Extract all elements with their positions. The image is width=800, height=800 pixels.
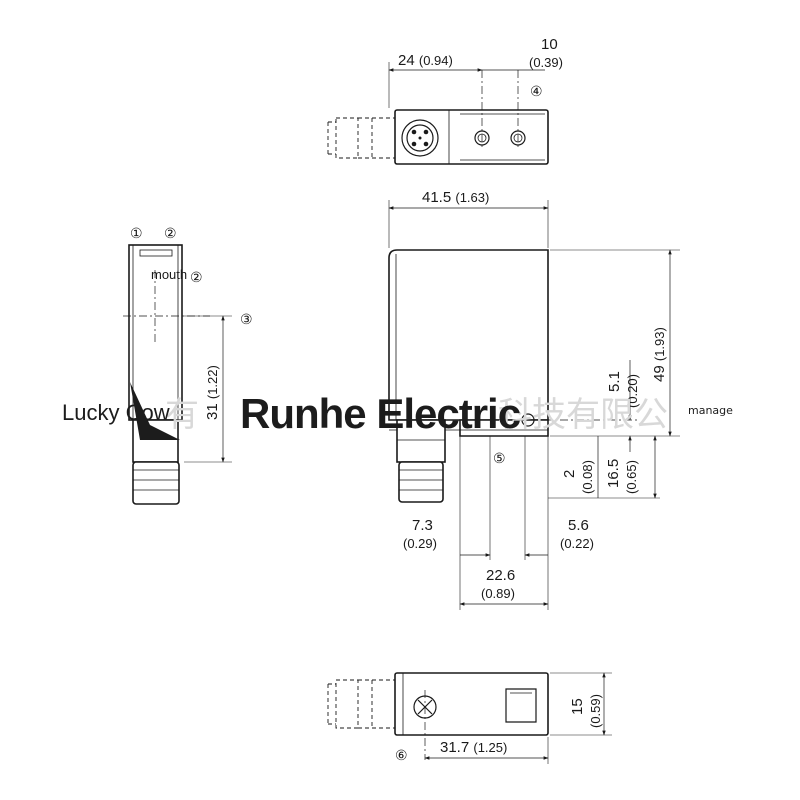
- watermark-brand-tag: manage: [688, 404, 733, 417]
- callout-4: ④: [530, 83, 543, 99]
- watermark: 科技有限公 有 Lucky Cow Runhe Electric manage: [62, 382, 733, 440]
- callout-2: ②: [164, 225, 177, 241]
- dim-41-5-label: 41.5 (1.63): [422, 189, 489, 206]
- callout-1: ①: [130, 225, 143, 241]
- dim-24-label: 24 (0.94): [398, 52, 453, 69]
- mounting-hole-icon: [474, 70, 490, 150]
- dim-22-6-inch: (0.89): [481, 586, 515, 601]
- mouth-label: mouth: [151, 267, 187, 282]
- dim-15-value: 15: [569, 698, 586, 715]
- bottom-view: 15 (0.59) 31.7 (1.25) ⑥: [327, 672, 612, 764]
- dim-22-6-value: 22.6: [486, 567, 515, 584]
- dim-5-1-value: 5.1: [606, 371, 623, 392]
- callout-2b: ②: [190, 269, 203, 285]
- front-view: 41.5 (1.63) 49 (1.93) 5.1 (0.20) 2 (0.08…: [388, 189, 680, 610]
- callout-6: ⑥: [395, 747, 408, 763]
- watermark-cow-icon: [130, 382, 180, 440]
- top-view: 24 (0.94) 10 (0.39) ④: [327, 36, 563, 165]
- watermark-cjk-left: 有: [165, 395, 199, 435]
- mounting-hole-icon: [510, 70, 526, 150]
- callout-3: ③: [240, 311, 253, 327]
- dim-31-label: 31 (1.22): [204, 365, 221, 420]
- watermark-brand-main: Runhe Electric: [240, 390, 521, 437]
- dim-10-inch: (0.39): [529, 55, 563, 70]
- dim-2-inch: (0.08): [580, 460, 595, 494]
- dim-7-3-inch: (0.29): [403, 536, 437, 551]
- dim-49-label: 49 (1.93): [651, 327, 668, 382]
- dim-15-inch: (0.59): [588, 694, 603, 728]
- dim-5-1-inch: (0.20): [625, 374, 640, 408]
- watermark-brand-left: Lucky Cow: [62, 400, 170, 425]
- dim-16-5-inch: (0.65): [624, 460, 639, 494]
- dim-10-value: 10: [541, 36, 558, 53]
- dim-5-6-value: 5.6: [568, 517, 589, 534]
- dim-7-3-value: 7.3: [412, 517, 433, 534]
- connector-socket-icon: [401, 119, 439, 157]
- watermark-cjk-text: 科技有限公: [498, 395, 668, 435]
- dim-31-7-label: 31.7 (1.25): [440, 739, 507, 756]
- dim-5-6-inch: (0.22): [560, 536, 594, 551]
- side-view: mouth 31 (1.22) ① ② ② ③: [123, 225, 253, 505]
- callout-5: ⑤: [493, 450, 506, 466]
- dim-16-5-value: 16.5: [605, 459, 622, 488]
- dim-2-value: 2: [561, 470, 578, 478]
